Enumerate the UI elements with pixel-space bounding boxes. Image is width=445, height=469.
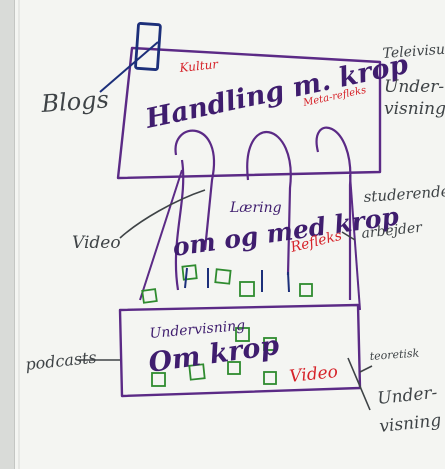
notebook-binding: [0, 0, 20, 469]
arch-loop-4: [174, 159, 185, 291]
label-right-top-1: Teleivisuh: [382, 41, 445, 62]
label-kultur: Kultur: [178, 57, 220, 75]
label-right-bot-1: Under-: [376, 383, 438, 409]
middle-region-right-edge: [349, 174, 361, 311]
pointer-lines: [78, 189, 373, 411]
middle-region-left-edge: [139, 169, 183, 301]
label-arbejde: arbejder: [361, 220, 424, 242]
blog-device-icon: [134, 22, 162, 71]
green-squares: [141, 264, 313, 387]
label-video-right: Video: [288, 362, 338, 387]
label-podcasts: podcasts: [24, 348, 97, 374]
label-blogs: Blogs: [39, 85, 109, 118]
label-right-bot-2: visning: [378, 411, 442, 437]
label-studerende: studerende: [363, 182, 445, 206]
label-video-left: Video: [72, 233, 121, 253]
label-laering: Læring: [229, 200, 282, 216]
blogs-pointer-line: [99, 41, 159, 93]
label-teoretisk: teoretisk: [369, 347, 420, 363]
label-right-top-2: Under-: [384, 77, 444, 97]
label-right-top-3: visning: [384, 99, 445, 119]
top-box: [116, 46, 382, 180]
arch-loop-2: [246, 130, 292, 276]
arch-loop-1: [174, 129, 215, 251]
navy-ticks: [184, 267, 290, 293]
